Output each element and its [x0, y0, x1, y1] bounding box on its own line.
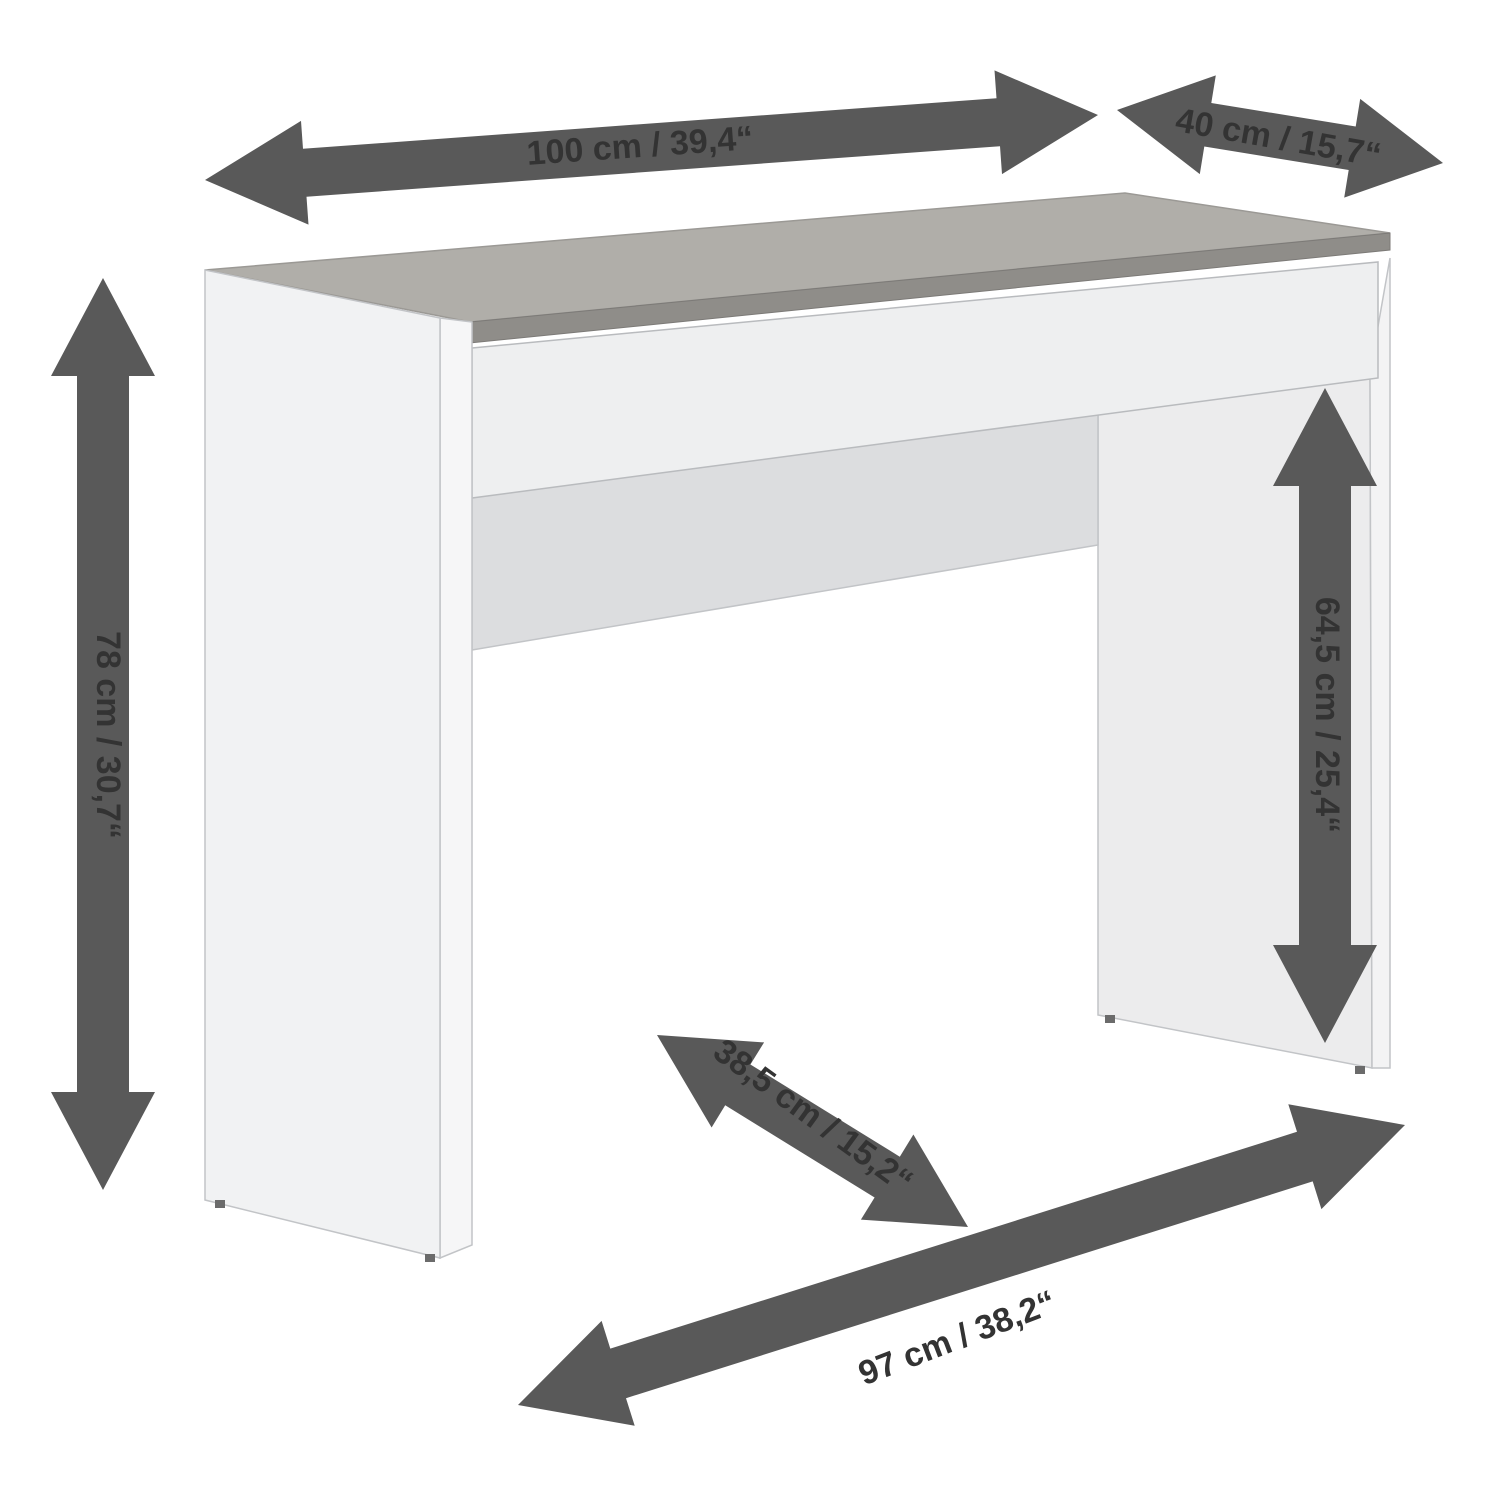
- desk-right-leg-edge: [1369, 257, 1391, 1069]
- arrow-depth-inner: [657, 1035, 968, 1227]
- desk-left-leg-front: [439, 317, 473, 1260]
- arrow-height-inner: [1273, 388, 1377, 1043]
- desk-foot: [425, 1254, 435, 1262]
- desk-foot: [1355, 1066, 1365, 1074]
- arrow-depth-top: [1117, 75, 1443, 198]
- desk-illustration: [204, 192, 1391, 1262]
- label-depth-inner: 38,5 cm / 15,2“: [706, 1032, 919, 1202]
- desk-foot: [1105, 1015, 1115, 1023]
- arrow-height-total: [51, 278, 155, 1190]
- label-depth-top: 40 cm / 15,7“: [1173, 101, 1384, 175]
- desk-foot: [215, 1200, 225, 1208]
- arrow-width-inner: [518, 1104, 1405, 1426]
- dimension-arrows: [51, 70, 1443, 1426]
- desk-left-leg-panel: [204, 269, 441, 1259]
- label-height-total: 78 cm / 30,7“: [89, 631, 127, 839]
- arrow-width-top: [205, 70, 1098, 225]
- label-height-inner: 64,5 cm / 25,4“: [1308, 597, 1346, 833]
